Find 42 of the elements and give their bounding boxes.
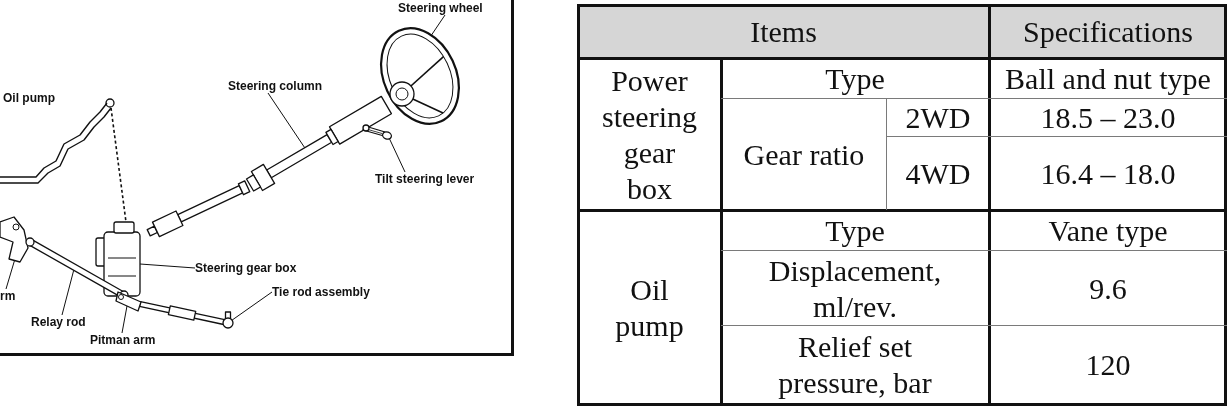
- spec-value: 120: [1085, 347, 1131, 383]
- part-label: Relay rod: [31, 315, 86, 329]
- idler-arm: [0, 216, 29, 263]
- leader-line: [139, 263, 196, 269]
- leader-line: [61, 269, 75, 316]
- part-label: rm: [0, 289, 16, 303]
- leader-line: [267, 92, 306, 149]
- spec-value: 18.5 – 23.0: [1040, 100, 1176, 136]
- leader-line: [388, 138, 406, 173]
- spec-value: 9.6: [1089, 270, 1127, 307]
- item-label: Type: [825, 60, 885, 97]
- tie-rod: [138, 300, 234, 329]
- dashed-connection-line: [110, 107, 127, 223]
- part-label: Tie rod assembly: [272, 285, 370, 299]
- item-label: Displacement, ml/rev.: [767, 252, 943, 325]
- steering-wheel: [380, 27, 460, 125]
- part-label: Steering gear box: [195, 261, 297, 275]
- part-label: Steering wheel: [398, 1, 483, 15]
- steering-column: [245, 95, 393, 192]
- column-header: Items: [750, 14, 817, 50]
- pitman-arm: [115, 291, 142, 312]
- column-header: Specifications: [1023, 14, 1193, 50]
- item-label: Relief set pressure, bar: [777, 329, 933, 401]
- part-label: Steering column: [228, 79, 322, 93]
- leader-line: [5, 260, 15, 290]
- tilt-lever: [362, 124, 393, 140]
- leader-line: [430, 14, 446, 36]
- item-label: Type: [825, 213, 885, 249]
- part-label: Tilt steering lever: [375, 172, 475, 186]
- leader-line: [231, 291, 273, 321]
- spec-value: 16.4 – 18.0: [1040, 156, 1176, 192]
- row-group-label: Oil pump: [615, 271, 684, 344]
- spec-value: Vane type: [1048, 213, 1168, 249]
- row-group-label: Power steering gear box: [602, 62, 697, 207]
- part-label: Pitman arm: [90, 333, 156, 347]
- item-label: Gear ratio: [743, 137, 865, 173]
- item-label: 4WD: [905, 156, 971, 192]
- leader-line: [121, 305, 128, 334]
- steering-gear-box: [95, 221, 141, 297]
- part-label: Oil pump: [3, 91, 55, 105]
- item-label: 2WD: [905, 100, 971, 136]
- spec-value: Ball and nut type: [1005, 60, 1211, 97]
